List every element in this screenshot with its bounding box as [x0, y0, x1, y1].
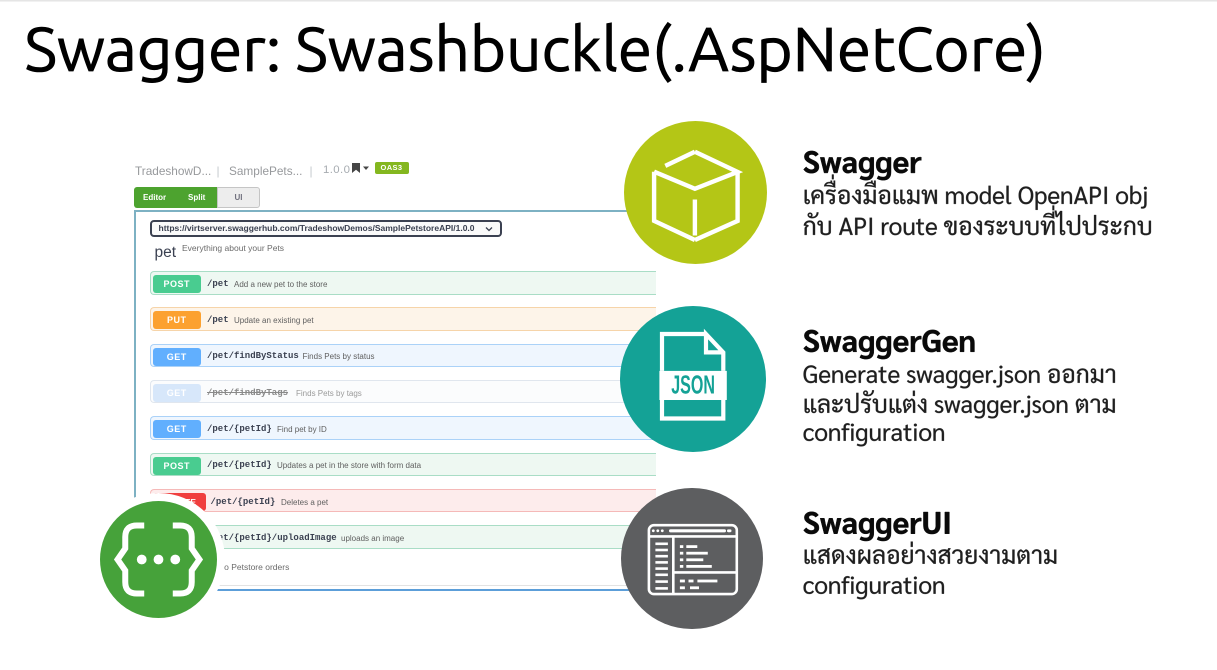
svg-text:JSON: JSON [671, 371, 715, 400]
